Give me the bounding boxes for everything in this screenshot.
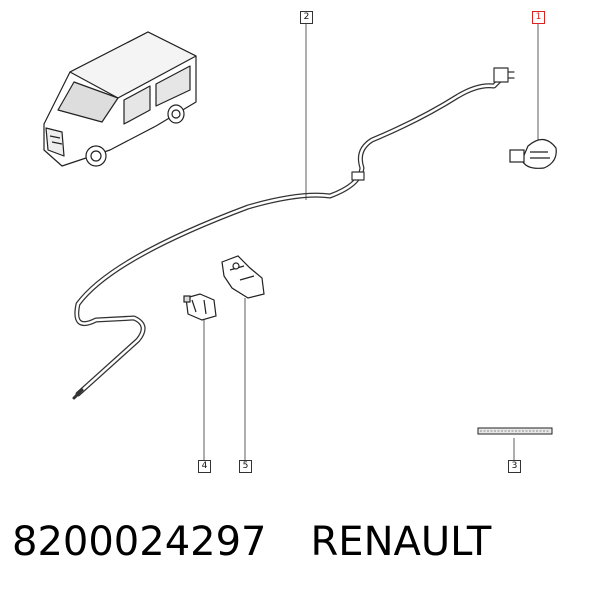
footer-caption: 8200024297 RENAULT — [12, 514, 592, 574]
brand-name: RENAULT — [310, 519, 492, 565]
callout-2[interactable]: 2 — [300, 11, 313, 24]
callout-4[interactable]: 4 — [198, 460, 211, 473]
strip-part-3 — [477, 427, 553, 435]
van-illustration — [43, 31, 197, 167]
part-number: 8200024297 — [12, 519, 267, 565]
callout-5[interactable]: 5 — [239, 460, 252, 473]
leader-lines — [203, 24, 539, 460]
parts-diagram — [43, 24, 557, 460]
bracket-part-5 — [221, 255, 265, 299]
clip-part-4 — [183, 293, 217, 321]
cable-assembly — [72, 67, 515, 400]
connector-part-1 — [509, 138, 557, 169]
callout-3[interactable]: 3 — [508, 460, 521, 473]
callout-1[interactable]: 1 — [532, 11, 545, 24]
